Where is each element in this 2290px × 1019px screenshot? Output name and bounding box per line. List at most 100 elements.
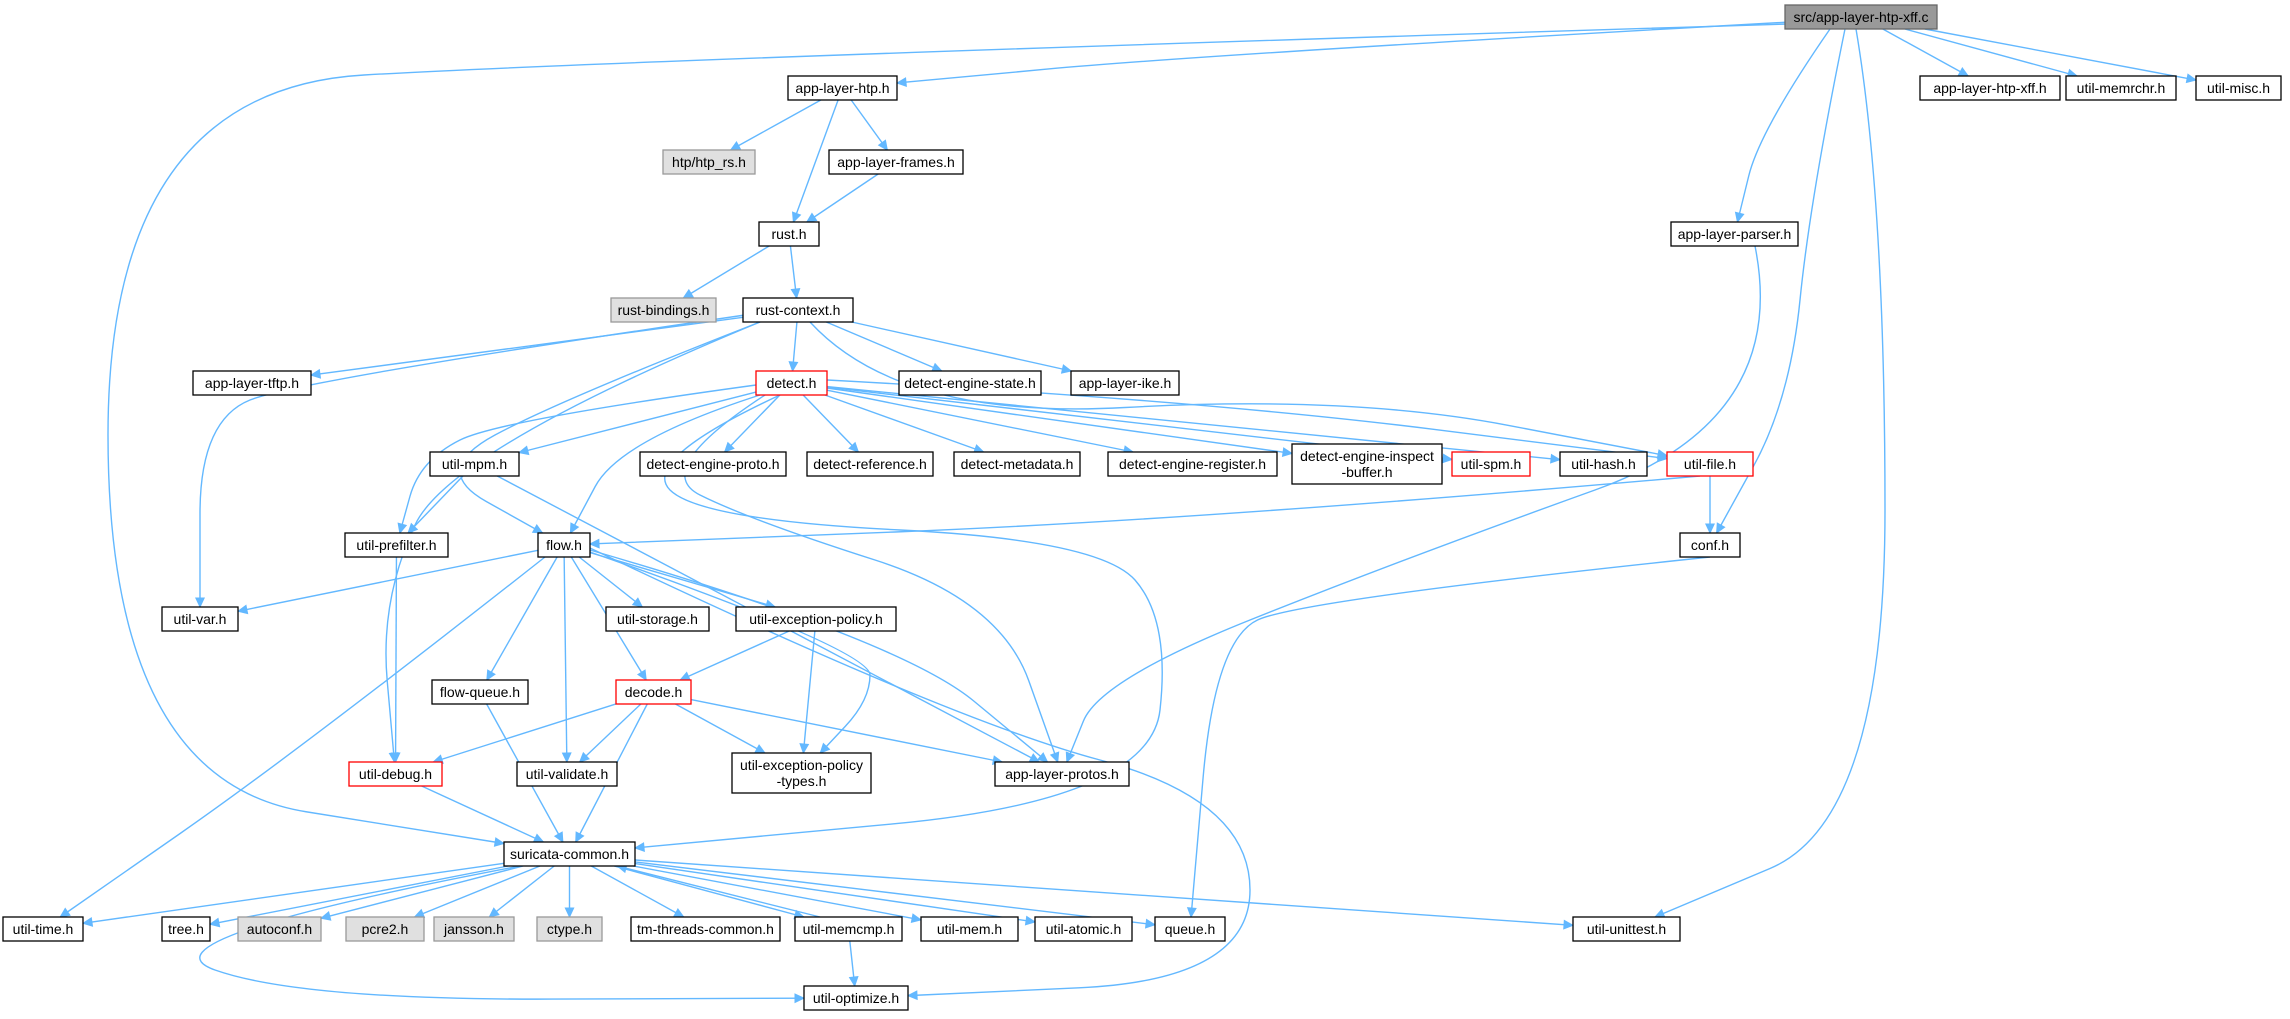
node-var[interactable]: util-var.h: [161, 606, 239, 632]
arrowhead: [397, 522, 408, 535]
node-protos[interactable]: app-layer-protos.h: [994, 761, 1130, 787]
node-storage[interactable]: util-storage.h: [605, 606, 710, 632]
node-misc[interactable]: util-misc.h: [2195, 75, 2282, 101]
node-memcmp[interactable]: util-memcmp.h: [794, 916, 903, 942]
arrowhead: [791, 211, 802, 224]
node-label: jansson.h: [443, 921, 504, 937]
node-pcre2[interactable]: pcre2.h: [345, 916, 425, 942]
node-exptypes[interactable]: util-exception-policy-types.h: [731, 752, 872, 794]
node-file[interactable]: util-file.h: [1666, 451, 1754, 477]
arrowhead: [413, 908, 426, 919]
arrowhead: [931, 362, 943, 372]
node-rctx[interactable]: rust-context.h: [742, 297, 854, 323]
node-dinsp[interactable]: detect-engine-inspect-buffer.h: [1291, 443, 1443, 485]
node-label: tm-threads-common.h: [637, 921, 774, 937]
edge-root-to-conf: [1716, 28, 1846, 535]
edge-common-to-tmthreads: [590, 865, 685, 918]
arrowhead: [1144, 918, 1157, 929]
node-htprs[interactable]: htp/htp_rs.h: [662, 149, 756, 175]
node-ike[interactable]: app-layer-ike.h: [1070, 370, 1180, 396]
node-unittest[interactable]: util-unittest.h: [1572, 916, 1681, 942]
node-box: [1034, 916, 1133, 942]
node-label: util-hash.h: [1571, 456, 1636, 472]
node-prefilter[interactable]: util-prefilter.h: [344, 532, 449, 558]
node-queue[interactable]: queue.h: [1154, 916, 1226, 942]
node-optimize[interactable]: util-optimize.h: [803, 985, 909, 1011]
node-label: util-mem.h: [937, 921, 1002, 937]
node-box: [237, 916, 322, 942]
edge-rust-to-rbind: [682, 245, 770, 299]
arrowhead: [588, 538, 600, 549]
node-root[interactable]: src/app-layer-htp-xff.c: [1784, 4, 1938, 30]
node-dref[interactable]: detect-reference.h: [806, 451, 934, 477]
node-box: [828, 149, 964, 175]
node-hash[interactable]: util-hash.h: [1559, 451, 1648, 477]
node-decode[interactable]: decode.h: [615, 679, 692, 705]
node-tmthreads[interactable]: tm-threads-common.h: [630, 916, 781, 942]
node-label: app-layer-htp.h: [795, 80, 889, 96]
node-deproto[interactable]: detect-engine-proto.h: [639, 451, 787, 477]
arrowhead: [877, 139, 889, 151]
arrowhead: [1049, 751, 1060, 764]
node-validate[interactable]: util-validate.h: [516, 761, 618, 787]
node-atomic[interactable]: util-atomic.h: [1034, 916, 1133, 942]
node-autoconf[interactable]: autoconf.h: [237, 916, 322, 942]
edge-common-to-time: [81, 862, 505, 927]
node-memrchr[interactable]: util-memrchr.h: [2065, 75, 2177, 101]
node-label: util-mpm.h: [442, 456, 507, 472]
node-label: app-layer-protos.h: [1005, 766, 1119, 782]
node-frames[interactable]: app-layer-frames.h: [828, 149, 964, 175]
node-box: [953, 451, 1081, 477]
node-ctype[interactable]: ctype.h: [536, 916, 603, 942]
node-spm[interactable]: util-spm.h: [1451, 451, 1531, 477]
node-box: [345, 916, 425, 942]
arrowhead: [819, 742, 831, 754]
node-label: conf.h: [1691, 537, 1729, 553]
node-rbind[interactable]: rust-bindings.h: [610, 297, 717, 323]
node-label: detect-engine-state.h: [904, 375, 1036, 391]
node-htpxff[interactable]: app-layer-htp-xff.h: [1919, 75, 2061, 101]
edge-detect-to-dinsp: [826, 387, 1294, 458]
node-dmeta[interactable]: detect-metadata.h: [953, 451, 1081, 477]
edge-common-to-ctype: [564, 866, 575, 919]
node-box: [348, 761, 443, 787]
node-mem[interactable]: util-mem.h: [920, 916, 1019, 942]
node-label: src/app-layer-htp-xff.c: [1793, 9, 1928, 25]
node-dreg[interactable]: detect-engine-register.h: [1107, 451, 1278, 477]
arrowhead: [309, 368, 322, 379]
node-box: [731, 752, 872, 794]
node-excpol[interactable]: util-exception-policy.h: [735, 606, 897, 632]
node-parser[interactable]: app-layer-parser.h: [1670, 221, 1799, 247]
node-box: [1154, 916, 1226, 942]
node-time[interactable]: util-time.h: [2, 916, 84, 942]
node-box: [433, 916, 515, 942]
node-box: [1070, 370, 1180, 396]
node-htp[interactable]: app-layer-htp.h: [787, 75, 898, 101]
node-flow[interactable]: flow.h: [537, 532, 591, 558]
arrowhead: [208, 917, 221, 928]
node-label: app-layer-ike.h: [1079, 375, 1172, 391]
node-box: [994, 761, 1130, 787]
node-tftp[interactable]: app-layer-tftp.h: [192, 370, 312, 396]
node-label: util-time.h: [13, 921, 74, 937]
node-mpm[interactable]: util-mpm.h: [429, 451, 520, 477]
node-detect[interactable]: detect.h: [755, 370, 828, 396]
node-debug[interactable]: util-debug.h: [348, 761, 443, 787]
node-rust[interactable]: rust.h: [758, 221, 820, 247]
arrowhead: [319, 911, 332, 921]
node-flowq[interactable]: flow-queue.h: [431, 679, 529, 705]
node-common[interactable]: suricata-common.h: [503, 841, 636, 867]
node-label: util-storage.h: [617, 611, 698, 627]
node-conf[interactable]: conf.h: [1679, 532, 1741, 558]
node-label: util-spm.h: [1461, 456, 1522, 472]
node-box: [920, 916, 1019, 942]
node-box: [803, 985, 909, 1011]
node-tree[interactable]: tree.h: [161, 916, 211, 942]
arrowhead: [754, 744, 766, 754]
node-label: decode.h: [625, 684, 683, 700]
arrowhead: [788, 361, 799, 373]
node-jansson[interactable]: jansson.h: [433, 916, 515, 942]
node-label: suricata-common.h: [510, 846, 629, 862]
node-box: [2065, 75, 2177, 101]
node-destate[interactable]: detect-engine-state.h: [898, 370, 1042, 396]
